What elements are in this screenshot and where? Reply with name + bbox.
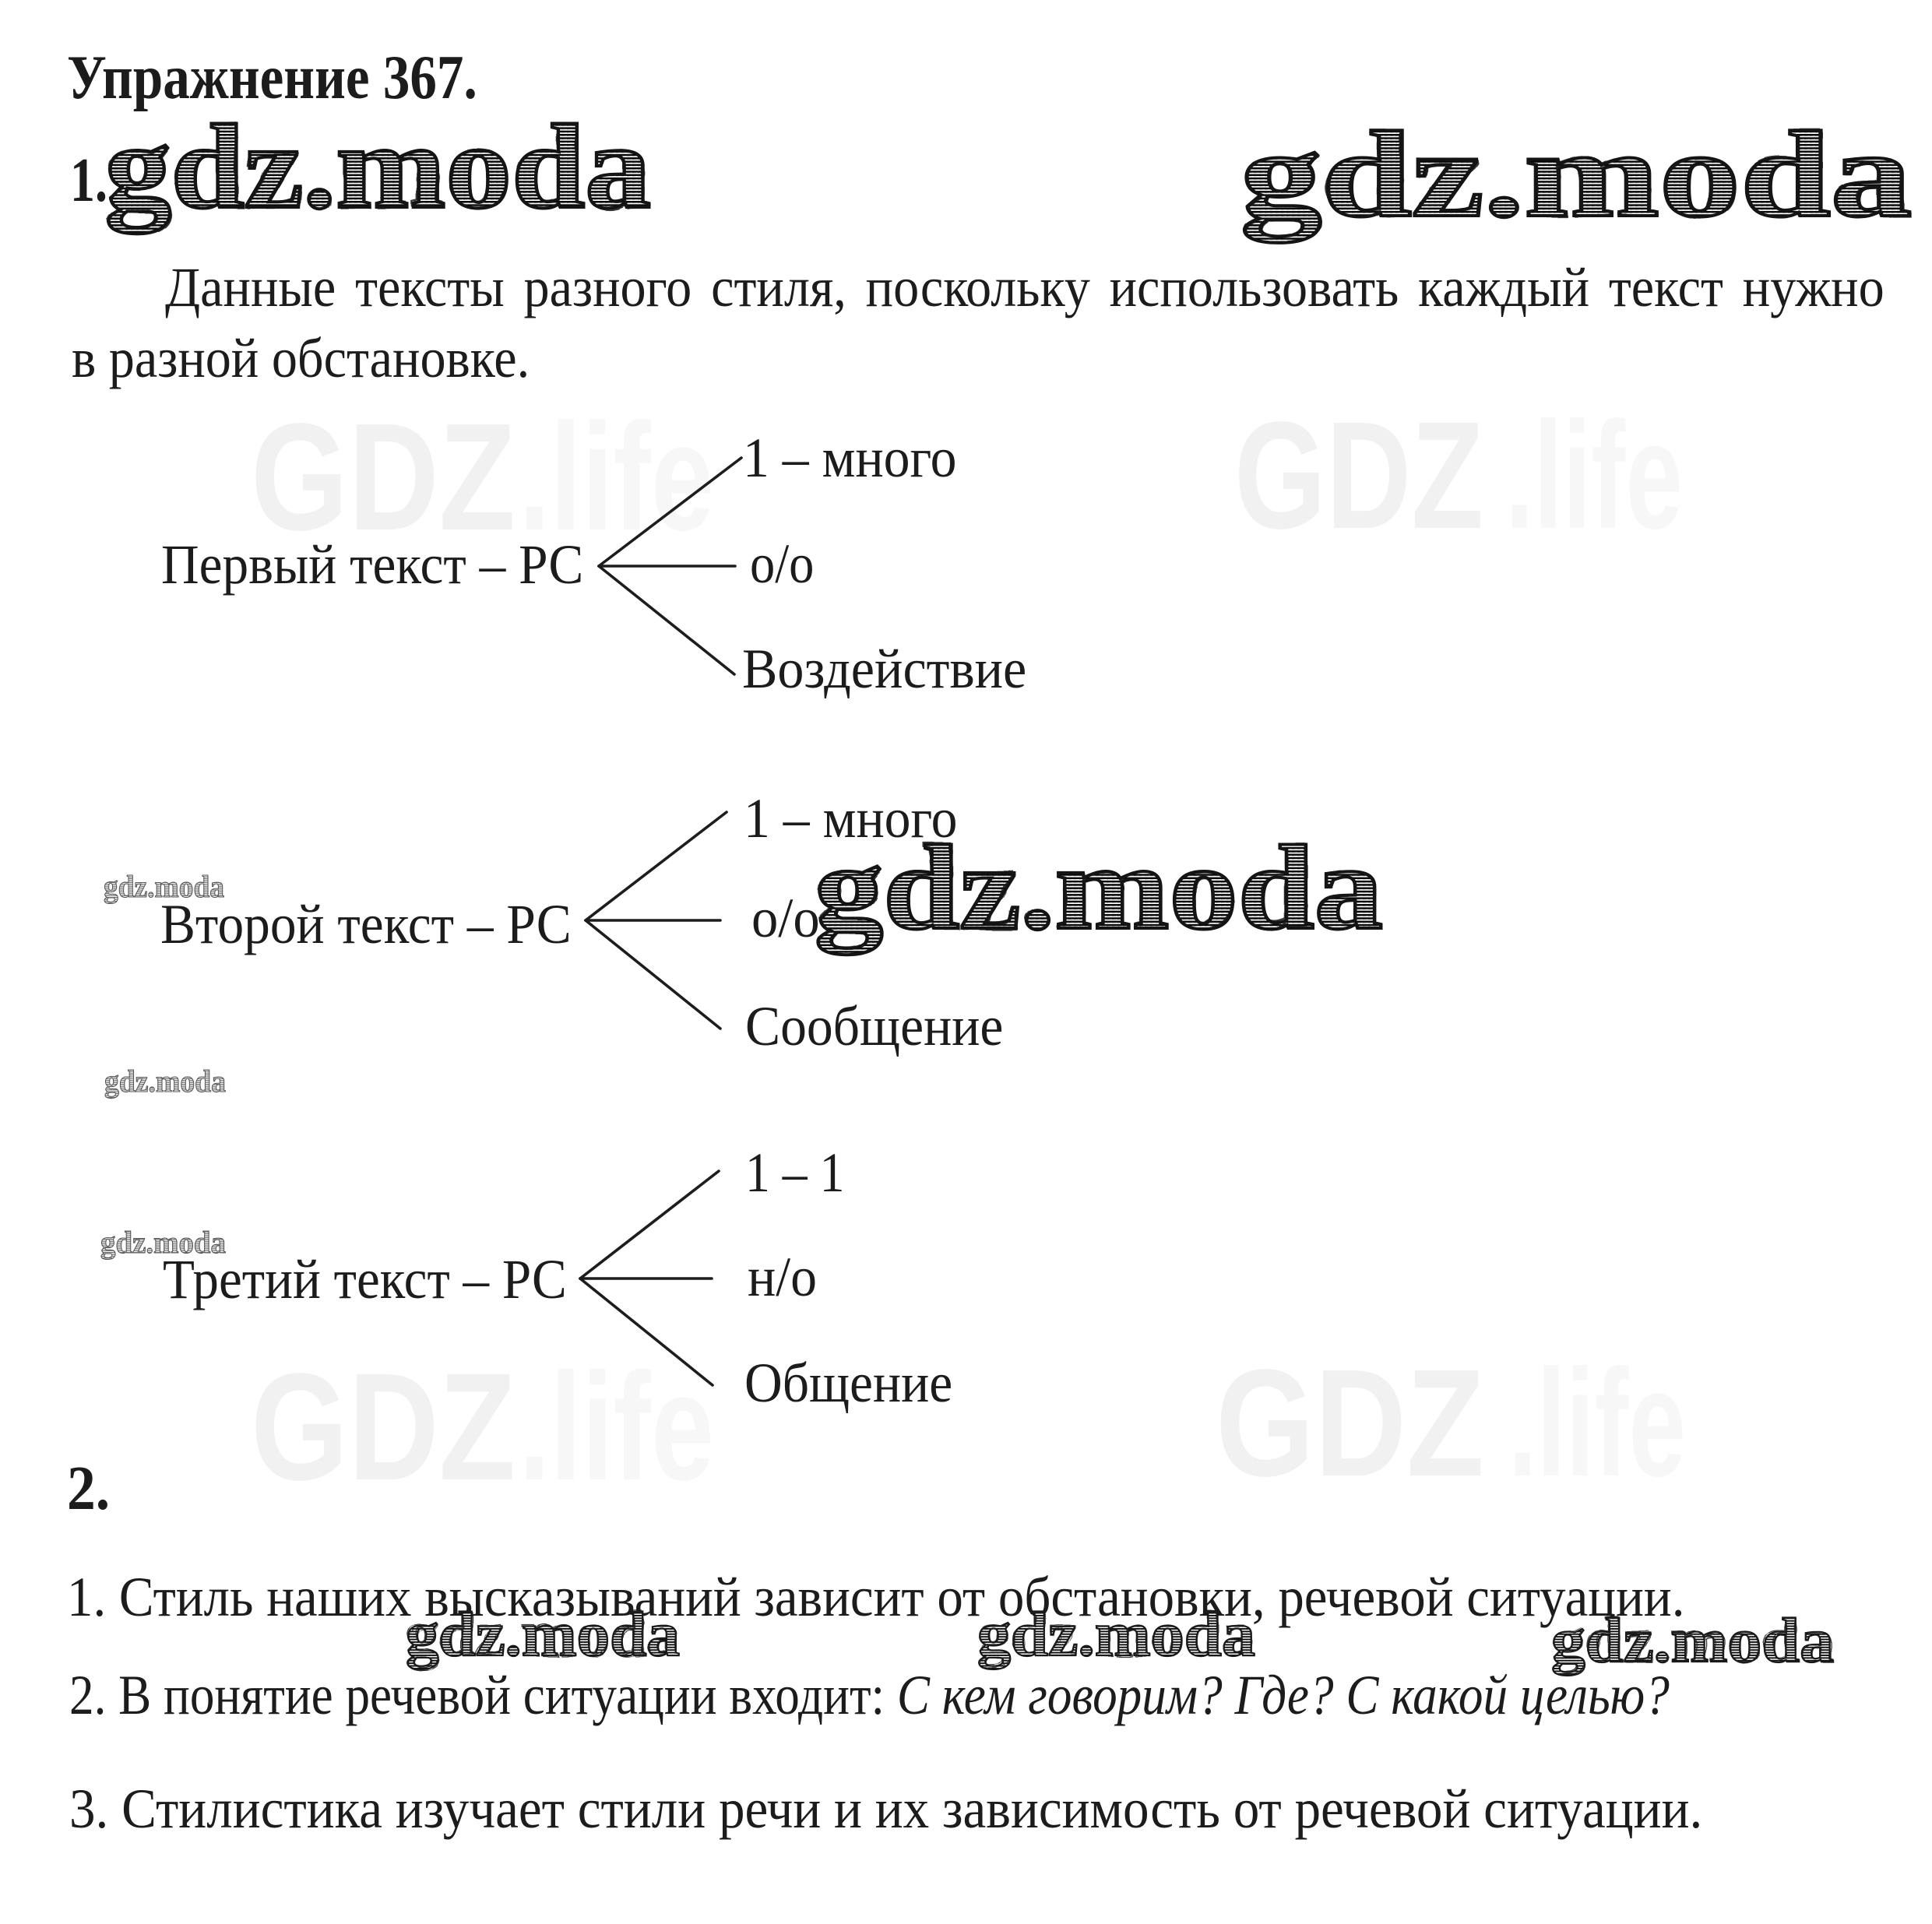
svg-text:gdz.moda: gdz.moda xyxy=(105,100,651,234)
svg-text:GDZ: GDZ xyxy=(1234,390,1483,561)
svg-text:gdz.moda: gdz.moda xyxy=(105,100,651,234)
svg-text:gdz.moda: gdz.moda xyxy=(815,821,1383,955)
svg-text:gdz.moda: gdz.moda xyxy=(104,869,224,904)
svg-text:gdz.moda: gdz.moda xyxy=(977,1599,1255,1669)
svg-text:gdz.moda: gdz.moda xyxy=(1551,1605,1834,1676)
svg-text:GDZ: GDZ xyxy=(251,392,516,562)
svg-text:.life: .life xyxy=(1508,1338,1686,1508)
svg-text:gdz.moda: gdz.moda xyxy=(406,1599,680,1669)
svg-text:gdz.moda: gdz.moda xyxy=(977,1599,1255,1669)
svg-text:gdz.moda: gdz.moda xyxy=(406,1599,680,1669)
svg-text:.life: .life xyxy=(519,392,714,562)
svg-text:gdz.moda: gdz.moda xyxy=(977,1599,1255,1669)
svg-text:gdz.moda: gdz.moda xyxy=(1240,107,1912,243)
svg-text:gdz.moda: gdz.moda xyxy=(815,821,1383,955)
svg-text:gdz.moda: gdz.moda xyxy=(1240,107,1912,243)
svg-text:gdz.moda: gdz.moda xyxy=(1240,107,1912,243)
svg-text:gdz.moda: gdz.moda xyxy=(406,1599,680,1669)
svg-text:gdz.moda: gdz.moda xyxy=(105,100,651,234)
svg-text:gdz.moda: gdz.moda xyxy=(815,821,1383,955)
svg-text:.life: .life xyxy=(519,1342,714,1512)
svg-text:GDZ: GDZ xyxy=(1216,1338,1484,1508)
svg-text:gdz.moda: gdz.moda xyxy=(1551,1605,1834,1676)
svg-text:GDZ: GDZ xyxy=(251,1342,516,1512)
svg-text:gdz.moda: gdz.moda xyxy=(1551,1605,1834,1676)
svg-text:gdz.moda: gdz.moda xyxy=(104,1064,226,1099)
svg-text:gdz.moda: gdz.moda xyxy=(100,1225,226,1260)
svg-text:.life: .life xyxy=(1505,390,1683,561)
